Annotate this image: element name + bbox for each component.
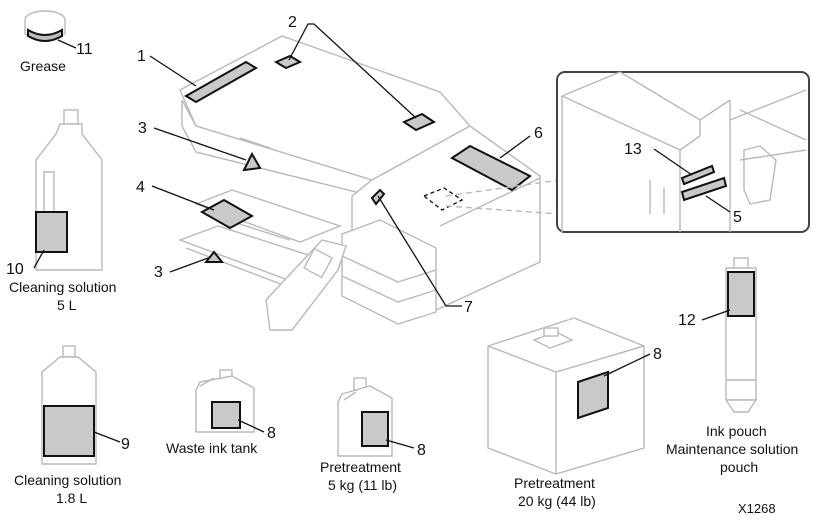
waste-ink-tank [195, 369, 255, 433]
callout-8a: 8 [267, 425, 276, 442]
leader-9 [93, 431, 121, 443]
callout-3a: 3 [138, 120, 147, 137]
label-3-a [242, 151, 262, 172]
label-3-b [203, 250, 225, 263]
leader-4 [151, 185, 215, 211]
detail-inset [556, 71, 810, 233]
callout-8b: 8 [417, 442, 426, 459]
callout-13: 13 [624, 141, 642, 158]
callout-9: 9 [121, 436, 130, 453]
label-2-b [401, 112, 437, 132]
label-waste-ink-tank: Waste ink tank [166, 440, 258, 456]
grease-container [24, 10, 66, 42]
label-cleaning-5l-2: 5 L [57, 297, 77, 313]
label-grease: Grease [20, 58, 66, 74]
callout-11: 11 [76, 41, 93, 58]
label-4-platen [199, 198, 255, 230]
leader-10 [33, 249, 45, 269]
callout-6: 6 [534, 125, 543, 142]
label-2-a [273, 54, 303, 70]
leader-2 [288, 23, 417, 119]
leader-8b [385, 439, 415, 449]
callout-7: 7 [464, 299, 473, 316]
callout-1: 1 [137, 48, 146, 65]
cleaning-solution-5l-bottle [35, 109, 103, 271]
label-pretreat-5kg-1: Pretreatment [320, 459, 401, 475]
label-pretreat-5kg-2: 5 kg (11 lb) [328, 477, 397, 493]
label-ink-pouch-1: Ink pouch [706, 423, 767, 439]
label-cleaning-18l-1: Cleaning solution [14, 472, 121, 488]
leader-12 [701, 309, 731, 321]
leader-3b [169, 257, 209, 273]
label-ink-pouch-3: pouch [720, 459, 758, 475]
label-pretreat-20kg-1: Pretreatment [514, 475, 595, 491]
leader-7 [377, 195, 462, 307]
leader-8c [603, 353, 651, 377]
leader-6 [499, 135, 531, 159]
callout-2: 2 [288, 14, 297, 31]
callout-12: 12 [678, 312, 696, 329]
pretreatment-5kg-container [337, 377, 393, 457]
leader-5 [705, 195, 731, 213]
callout-10: 10 [6, 261, 24, 278]
printer-main-unit [177, 35, 541, 331]
label-ink-pouch-2: Maintenance solution [666, 441, 798, 457]
detail-connector [445, 179, 561, 215]
callout-4: 4 [136, 179, 145, 196]
dashed-detail-area [422, 187, 464, 211]
label-cleaning-18l-2: 1.8 L [56, 490, 87, 506]
leader-13 [653, 148, 693, 176]
label-1-lid [184, 60, 258, 104]
label-cleaning-5l-1: Cleaning solution [9, 279, 116, 295]
pretreatment-20kg-container [487, 317, 645, 475]
leader-8a [237, 419, 265, 433]
leader-1 [149, 55, 197, 87]
leader-11 [57, 39, 77, 49]
leader-3a [153, 127, 247, 161]
label-6-side [450, 144, 532, 192]
diagram-code: X1268 [738, 501, 776, 516]
callout-3b: 3 [154, 264, 163, 281]
callout-8c: 8 [653, 346, 662, 363]
cleaning-solution-1-8l-bottle [41, 345, 97, 465]
callout-5: 5 [733, 209, 742, 226]
ink-pouch [724, 257, 758, 413]
label-pretreat-20kg-2: 20 kg (44 lb) [518, 493, 596, 509]
